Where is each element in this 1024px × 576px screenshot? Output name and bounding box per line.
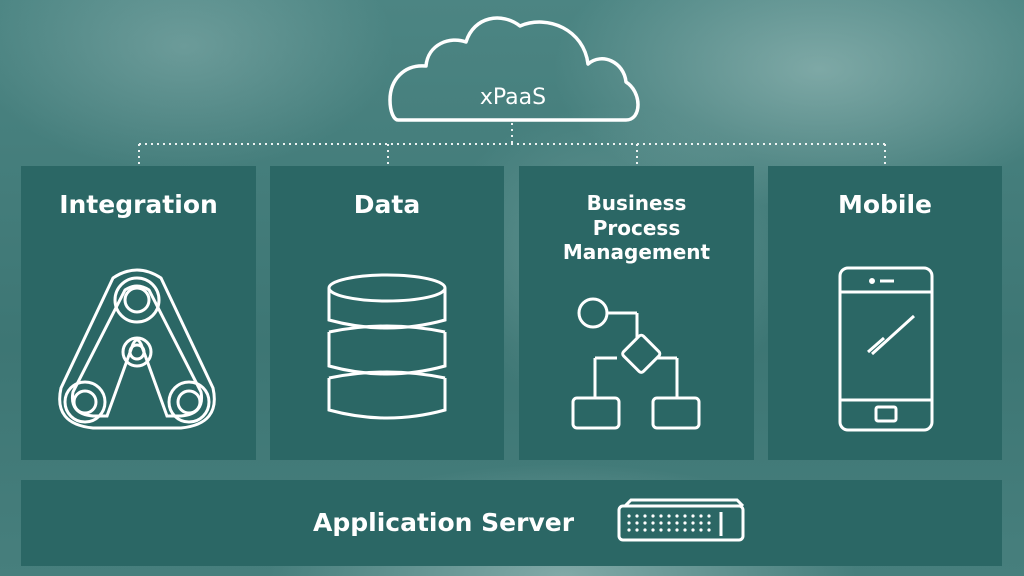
flowchart-icon <box>571 297 701 430</box>
cloud-label: xPaaS <box>479 85 547 110</box>
smartphone-icon <box>838 266 934 432</box>
database-icon <box>327 273 447 420</box>
integration-title: Integration <box>59 190 218 219</box>
integration-panel: Integration <box>21 166 256 460</box>
application-server-bar: Application Server <box>21 480 1002 566</box>
pulley-belt-icon <box>58 268 216 430</box>
bpm-title-line-2: Process <box>592 215 681 240</box>
application-server-label: Application Server <box>313 508 575 537</box>
cloud-icon <box>388 16 640 122</box>
bpm-title-line-1: Business <box>586 191 687 215</box>
mobile-panel: Mobile <box>768 166 1002 460</box>
data-title: Data <box>353 190 421 219</box>
data-panel: Data <box>270 166 504 460</box>
bpm-title-line-3: Management <box>562 240 711 264</box>
mobile-title: Mobile <box>837 190 933 219</box>
server-rack-icon <box>617 498 745 542</box>
bpm-panel: Business Process Management <box>519 166 754 460</box>
bpm-title: Business Process Management <box>519 191 754 265</box>
